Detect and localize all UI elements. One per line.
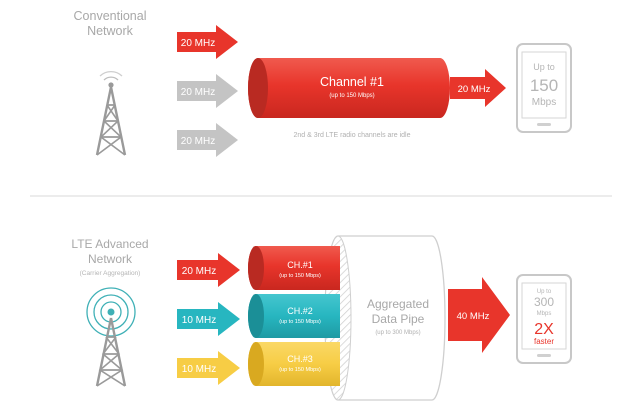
- phone-speed-value: 150: [530, 76, 558, 95]
- conventional-input-arrow-3: 20 MHz: [177, 123, 238, 157]
- lte-input-label-3: 10 MHz: [182, 364, 216, 375]
- conventional-input-arrow-2: 20 MHz: [177, 74, 238, 108]
- ch-2-name: CH.#2: [287, 306, 313, 316]
- channel-1-cylinder: Channel #1 (up to 150 Mbps): [248, 58, 450, 118]
- lte-output-label: 40 MHz: [457, 311, 490, 322]
- ch-1-name: CH.#1: [287, 260, 313, 270]
- lte-phone-multiplier: 2X: [534, 321, 554, 338]
- lte-advanced-title-sub: (Carrier Aggregation): [80, 270, 141, 277]
- conventional-input-arrow-1: 20 MHz: [177, 25, 238, 59]
- lte-input-arrow-3: 10 MHz: [177, 351, 240, 385]
- ch-1-cylinder: CH.#1 (up to 150 Mbps): [248, 246, 340, 290]
- lte-phone-speed-value: 300: [534, 295, 554, 309]
- conventional-output-arrow: 20 MHz: [450, 69, 506, 107]
- ch-1-rate: (up to 150 Mbps): [279, 273, 321, 279]
- ch-3-rate: (up to 150 Mbps): [279, 367, 321, 373]
- aggregated-data-pipe: Aggregated Data Pipe (up to 300 Mbps): [324, 235, 446, 401]
- ch-2-rate: (up to 150 Mbps): [279, 319, 321, 325]
- lte-input-arrow-1: 20 MHz: [177, 253, 240, 287]
- lte-advanced-title-line2: Network: [88, 252, 133, 266]
- lte-input-label-2: 10 MHz: [182, 315, 216, 326]
- conventional-input-label-1: 20 MHz: [181, 38, 215, 49]
- smartphone-icon: [516, 274, 572, 364]
- pipe-title-line2: Data Pipe: [372, 312, 425, 326]
- cell-tower-icon: [86, 287, 136, 387]
- lte-output-arrow: 40 MHz: [448, 277, 510, 353]
- lte-phone-line1: Up to: [537, 289, 552, 295]
- lte-input-arrow-2: 10 MHz: [177, 302, 240, 336]
- smartphone-icon: [516, 43, 572, 133]
- ch-3-name: CH.#3: [287, 354, 313, 364]
- ch-2-cylinder: CH.#2 (up to 150 Mbps): [248, 294, 340, 338]
- idle-channels-note: 2nd & 3rd LTE radio channels are idle: [294, 132, 411, 139]
- conventional-title-line2: Network: [87, 24, 134, 38]
- conventional-section: Conventional Network 20 MHz 20 MHz 20 MH…: [74, 9, 572, 157]
- conventional-title-line1: Conventional: [74, 9, 147, 23]
- lte-phone-speed-unit: Mbps: [537, 311, 552, 317]
- pipe-title-line1: Aggregated: [367, 297, 429, 311]
- phone-speed-line1: Up to: [533, 62, 555, 72]
- lte-advanced-title-line1: LTE Advanced: [71, 237, 148, 251]
- lte-phone-faster: faster: [534, 337, 554, 346]
- cell-tower-icon: [95, 70, 127, 156]
- conventional-input-label-2: 20 MHz: [181, 87, 215, 98]
- ch-3-cylinder: CH.#3 (up to 150 Mbps): [248, 342, 340, 386]
- channel-1-rate: (up to 150 Mbps): [329, 93, 374, 99]
- lte-input-label-1: 20 MHz: [182, 266, 216, 277]
- conventional-output-label: 20 MHz: [458, 84, 491, 95]
- conventional-input-label-3: 20 MHz: [181, 136, 215, 147]
- channel-1-title: Channel #1: [320, 75, 384, 89]
- phone-speed-unit: Mbps: [532, 97, 556, 108]
- pipe-rate: (up to 300 Mbps): [375, 330, 420, 336]
- lte-advanced-section: LTE Advanced Network (Carrier Aggregatio…: [71, 235, 572, 401]
